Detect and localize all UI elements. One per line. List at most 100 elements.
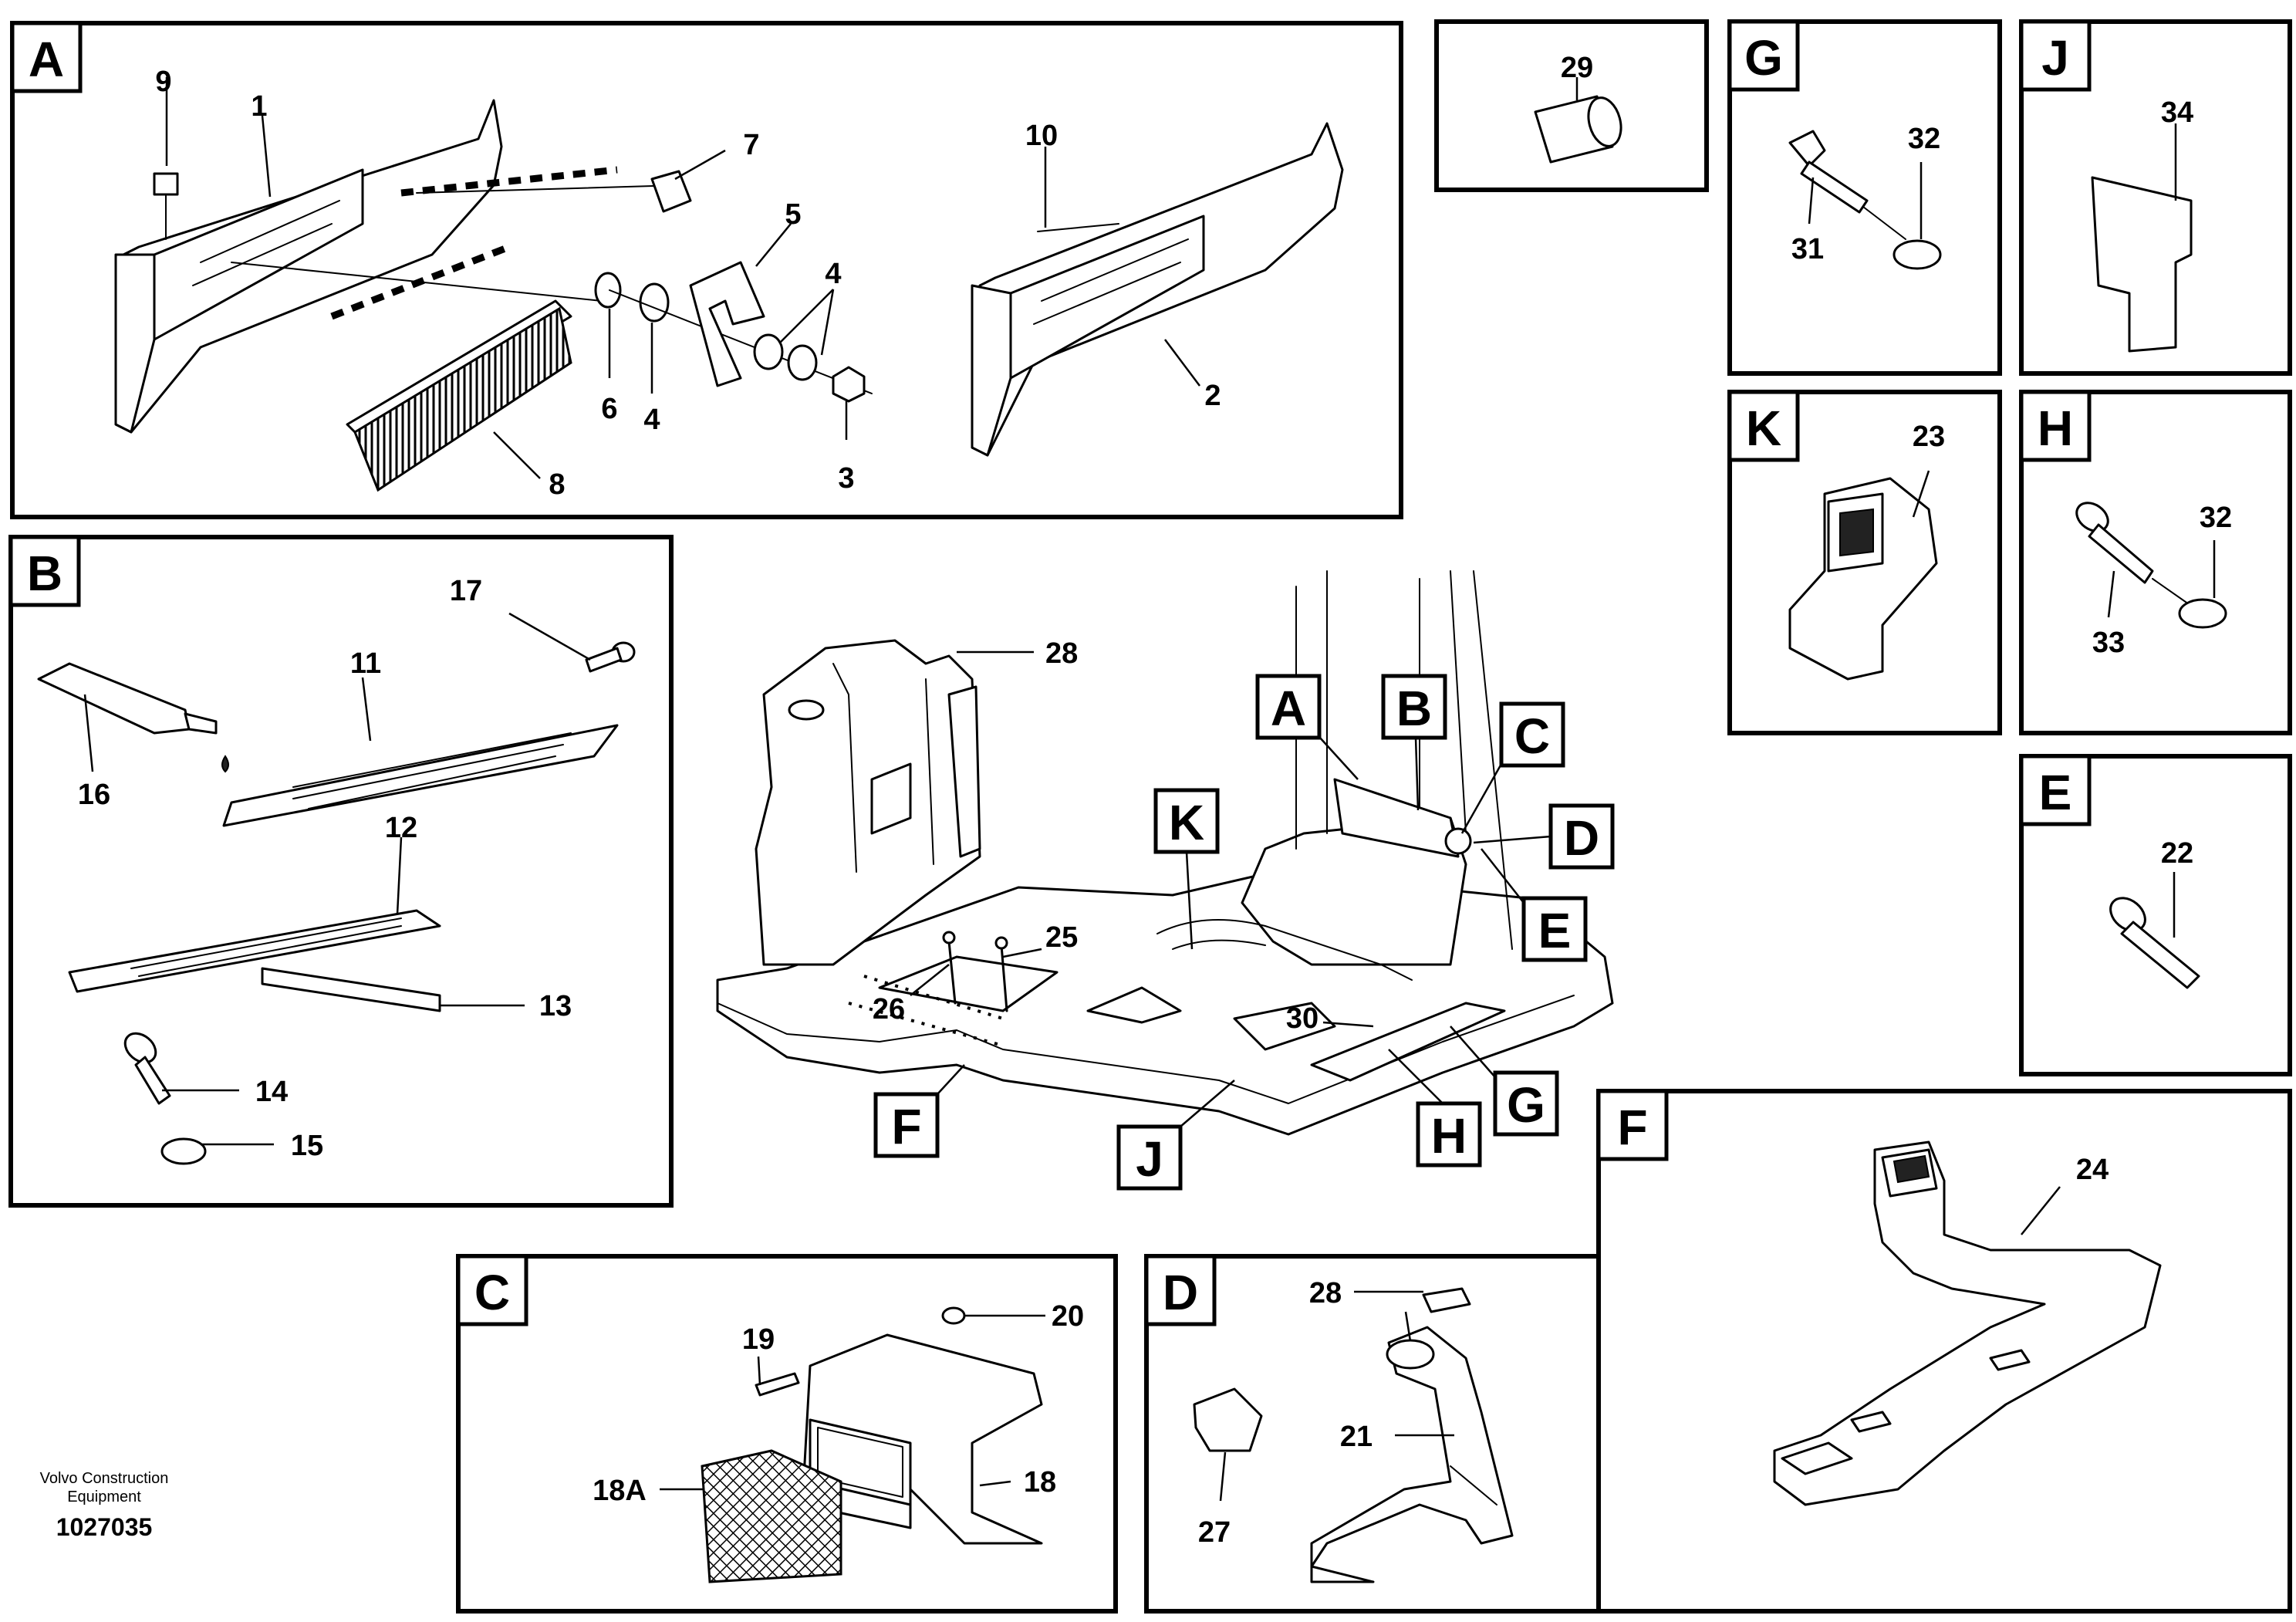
seal-strip-upper <box>400 166 618 197</box>
panel-e: E 22 <box>2019 754 2292 1076</box>
callout-22: 22 <box>2161 837 2193 870</box>
svg-text:F: F <box>891 1099 921 1154</box>
panel-k-tag: K <box>1746 400 1781 456</box>
panel-d-tag: D <box>1163 1265 1198 1320</box>
pointer-b: B <box>1381 674 1447 811</box>
washer-icon <box>2178 598 2227 629</box>
callout-17: 17 <box>450 575 482 607</box>
panel-j: J 34 <box>2019 19 2292 376</box>
panel-h-tag: H <box>2038 400 2073 456</box>
panel-b: B 17 11 <box>8 535 674 1208</box>
rear-console <box>1241 570 1513 966</box>
callout-4a: 4 <box>825 258 841 290</box>
vent-housing <box>801 1333 1043 1545</box>
filter-pad <box>701 1449 842 1583</box>
operator-seat <box>755 639 981 966</box>
callout-9: 9 <box>155 66 171 98</box>
washer-icon <box>594 272 622 309</box>
screw-icon <box>585 641 636 673</box>
panel-h-tag-box <box>2019 390 2092 462</box>
panel-h: H 32 33 <box>2019 390 2292 735</box>
svg-text:D: D <box>1564 810 1599 866</box>
callout-12: 12 <box>385 812 417 844</box>
floor-duct <box>1233 1002 1336 1051</box>
panel-j-tag-box <box>2019 19 2092 92</box>
panel-b-tag: B <box>27 546 62 601</box>
cap-icon <box>1422 1287 1471 1313</box>
overview-callout-30: 30 <box>1286 1002 1319 1035</box>
screw-icon <box>994 936 1008 950</box>
panel-29: 29 <box>1434 19 1709 192</box>
panel-b-tag-box <box>8 535 81 607</box>
washer-icon <box>160 1137 207 1165</box>
svg-text:A: A <box>1271 681 1306 736</box>
callout-8: 8 <box>549 468 565 501</box>
drawing-number: 1027035 <box>56 1513 153 1541</box>
panel-j-tag: J <box>2041 30 2069 86</box>
callout-20: 20 <box>1052 1300 1084 1333</box>
panel-g: G 32 31 <box>1727 19 2002 376</box>
svg-text:H: H <box>1431 1108 1467 1164</box>
panel-d-tag-box <box>1144 1254 1217 1326</box>
panel-a-tag-box <box>10 21 83 93</box>
callout-31: 31 <box>1791 233 1824 265</box>
callout-15: 15 <box>291 1130 323 1162</box>
panel-f: F 24 <box>1596 1089 2292 1614</box>
sleeve-part <box>1534 95 1622 164</box>
panel-b-frame <box>8 535 674 1208</box>
assembly-line <box>231 184 680 302</box>
callout-34: 34 <box>2161 96 2193 129</box>
cab-overview: 28 25 26 30 A B C D E <box>716 570 1615 1191</box>
panel-e-tag: E <box>2039 765 2072 820</box>
callout-24: 24 <box>2076 1154 2109 1186</box>
panel-g-tag-box <box>1727 19 1800 92</box>
pointer-a: A <box>1255 674 1359 780</box>
screw-icon <box>755 1372 800 1397</box>
assembly-line <box>609 289 873 394</box>
callout-29: 29 <box>1561 52 1593 84</box>
callout-14: 14 <box>255 1076 288 1108</box>
screw-icon <box>2075 502 2192 607</box>
pointer-c: C <box>1460 701 1565 834</box>
vent-grille-upper <box>222 724 619 827</box>
drawing-footer: Volvo Construction Equipment 1027035 <box>40 1470 169 1541</box>
washer-icon <box>639 282 670 323</box>
screw-icon <box>942 931 956 944</box>
callout-19: 19 <box>742 1323 775 1356</box>
nut-icon <box>832 366 866 403</box>
panel-e-frame <box>2019 754 2292 1076</box>
svg-text:C: C <box>1514 708 1550 764</box>
vent-grille-lower <box>68 909 441 993</box>
panel-c-tag: C <box>474 1265 510 1320</box>
overview-callout-26: 26 <box>873 993 905 1026</box>
air-duct-right <box>971 122 1344 457</box>
callout-g-32: 32 <box>1908 123 1940 155</box>
callout-3: 3 <box>838 462 854 495</box>
callout-10: 10 <box>1025 120 1058 152</box>
callout-27: 27 <box>1198 1516 1231 1549</box>
panel-k: K 23 <box>1727 390 2002 735</box>
callout-4b: 4 <box>643 404 660 436</box>
floor-plate <box>878 955 1059 1012</box>
svg-text:G: G <box>1507 1077 1545 1133</box>
floor-plate <box>1086 986 1182 1024</box>
pointer-j: J <box>1116 1080 1235 1191</box>
trim-strip <box>261 967 441 1012</box>
panel-a-tag: A <box>29 32 64 87</box>
overview-callout-28: 28 <box>1045 637 1078 670</box>
callout-1: 1 <box>251 90 267 123</box>
screw-icon <box>2109 897 2200 989</box>
bracket-icon <box>689 261 765 387</box>
panel-c-tag-box <box>456 1254 528 1326</box>
pointer-g: G <box>1450 1026 1559 1137</box>
callout-18a: 18A <box>593 1475 647 1507</box>
callout-d-28: 28 <box>1309 1277 1342 1309</box>
callout-13: 13 <box>539 990 572 1022</box>
screw-icon <box>947 940 957 1005</box>
callout-23: 23 <box>1913 421 1945 453</box>
glue-tube <box>37 662 229 773</box>
panel-k-tag-box <box>1727 390 1800 462</box>
panel-a: A <box>10 21 1403 519</box>
callout-18: 18 <box>1024 1466 1056 1499</box>
